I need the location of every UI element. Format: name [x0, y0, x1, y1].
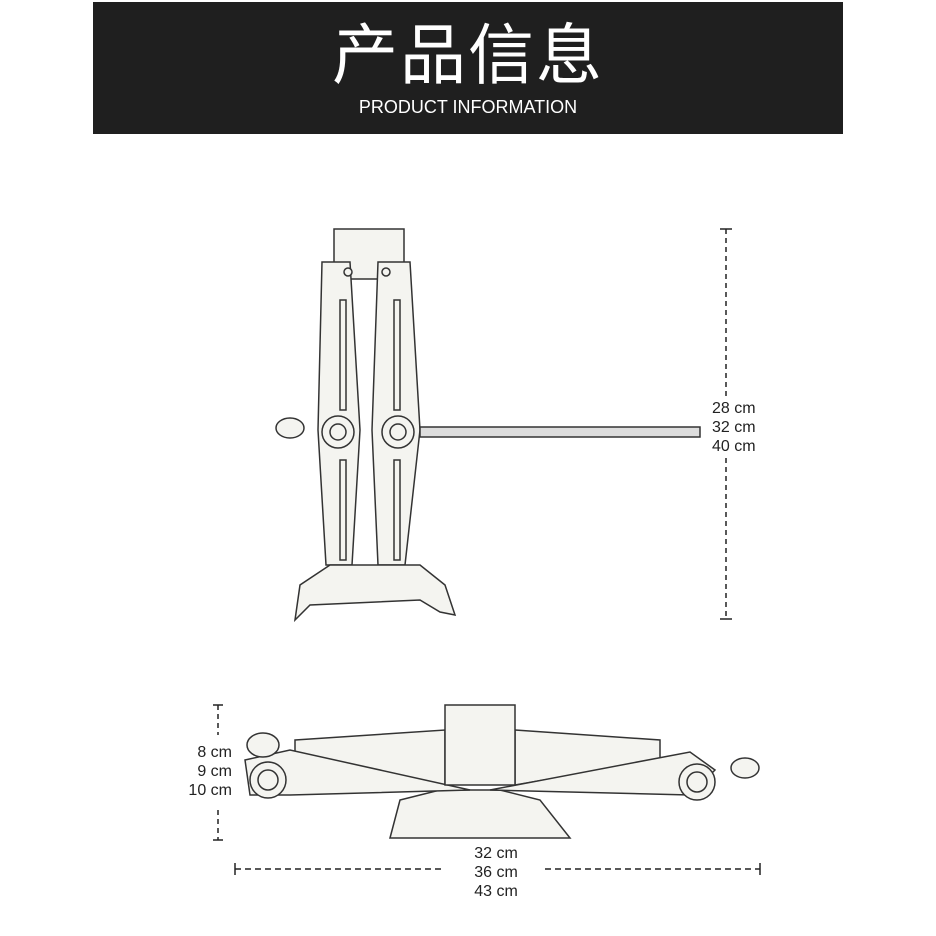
top-length-labels: 32 cm 36 cm 43 cm — [460, 844, 532, 901]
height-label: 40 cm — [712, 438, 756, 455]
jack-raised-drawing — [275, 228, 701, 623]
height-label: 10 cm — [188, 782, 232, 799]
jack-collapsed-drawing — [244, 704, 760, 839]
title-en: PRODUCT INFORMATION — [358, 97, 578, 117]
length-label: 32 cm — [474, 845, 518, 862]
top-height-dimension — [213, 704, 223, 841]
length-label: 43 cm — [474, 883, 518, 900]
height-label: 32 cm — [712, 419, 756, 436]
top-length-dimension — [234, 863, 761, 875]
length-label: 36 cm — [474, 864, 518, 881]
side-height-dimension — [720, 228, 732, 620]
top-height-labels: 8 cm 9 cm 10 cm — [184, 743, 232, 800]
height-label: 8 cm — [197, 744, 232, 761]
title-cn: 产品信息 — [332, 17, 604, 94]
height-label: 28 cm — [712, 400, 756, 417]
height-label: 9 cm — [197, 763, 232, 780]
header-banner: 产品信息 PRODUCT INFORMATION — [93, 2, 843, 134]
side-height-labels: 28 cm 32 cm 40 cm — [712, 399, 756, 456]
